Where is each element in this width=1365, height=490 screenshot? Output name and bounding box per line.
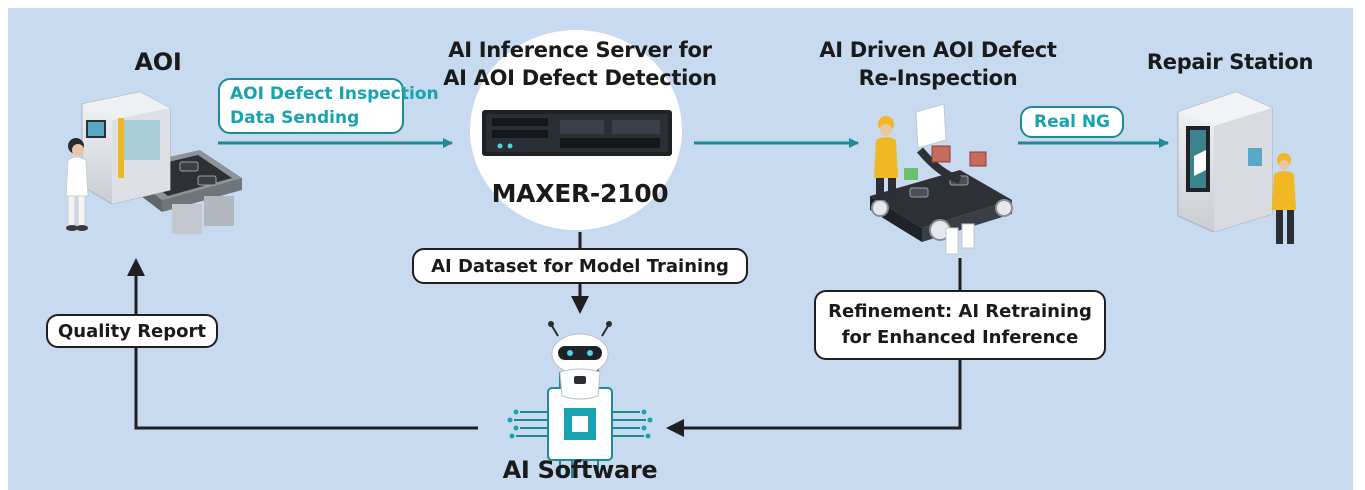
server-model-name: MAXER-2100 — [491, 179, 669, 208]
dataset-label: AI Dataset for Model Training — [412, 248, 748, 284]
reinspection-station-illustration — [870, 103, 1013, 255]
arrow-reinspection-to-software-head — [666, 419, 684, 437]
refinement-label-line1: Refinement: AI Retraining — [828, 301, 1092, 322]
real-ng-label: Real NG — [1020, 106, 1124, 138]
repair-station-illustration — [1177, 91, 1296, 244]
refinement-label: Refinement: AI Retraining for Enhanced I… — [814, 290, 1106, 360]
reinspection-title: AI Driven AOI Defect Re-Inspection — [808, 36, 1068, 92]
reinspection-title-line1: AI Driven AOI Defect — [819, 38, 1057, 62]
inference-server-title-line2: AI AOI Defect Detection — [443, 66, 717, 90]
maxer-2100-server-illustration — [470, 30, 682, 230]
data-sending-label: AOI Defect Inspection Data Sending — [218, 78, 439, 134]
data-sending-label-line2: Data Sending — [230, 108, 360, 128]
data-sending-label-line1: AOI Defect Inspection — [230, 84, 439, 104]
inference-server-title: AI Inference Server for AI AOI Defect De… — [430, 36, 730, 92]
ai-software-robot-illustration — [507, 321, 653, 478]
aoi-machine-illustration — [65, 91, 242, 234]
arrow-software-to-aoi-head — [127, 258, 145, 276]
refinement-label-line2: for Enhanced Inference — [841, 327, 1079, 348]
aoi-title: AOI — [134, 48, 182, 76]
repair-station-title: Repair Station — [1146, 50, 1314, 74]
arrow-software-to-aoi — [134, 272, 478, 430]
ai-software-title: AI Software — [502, 456, 658, 484]
reinspection-title-line2: Re-Inspection — [858, 66, 1018, 90]
quality-report-label: Quality Report — [46, 314, 218, 348]
arrow-server-to-software-head — [571, 296, 589, 314]
inference-server-title-line1: AI Inference Server for — [448, 38, 712, 62]
